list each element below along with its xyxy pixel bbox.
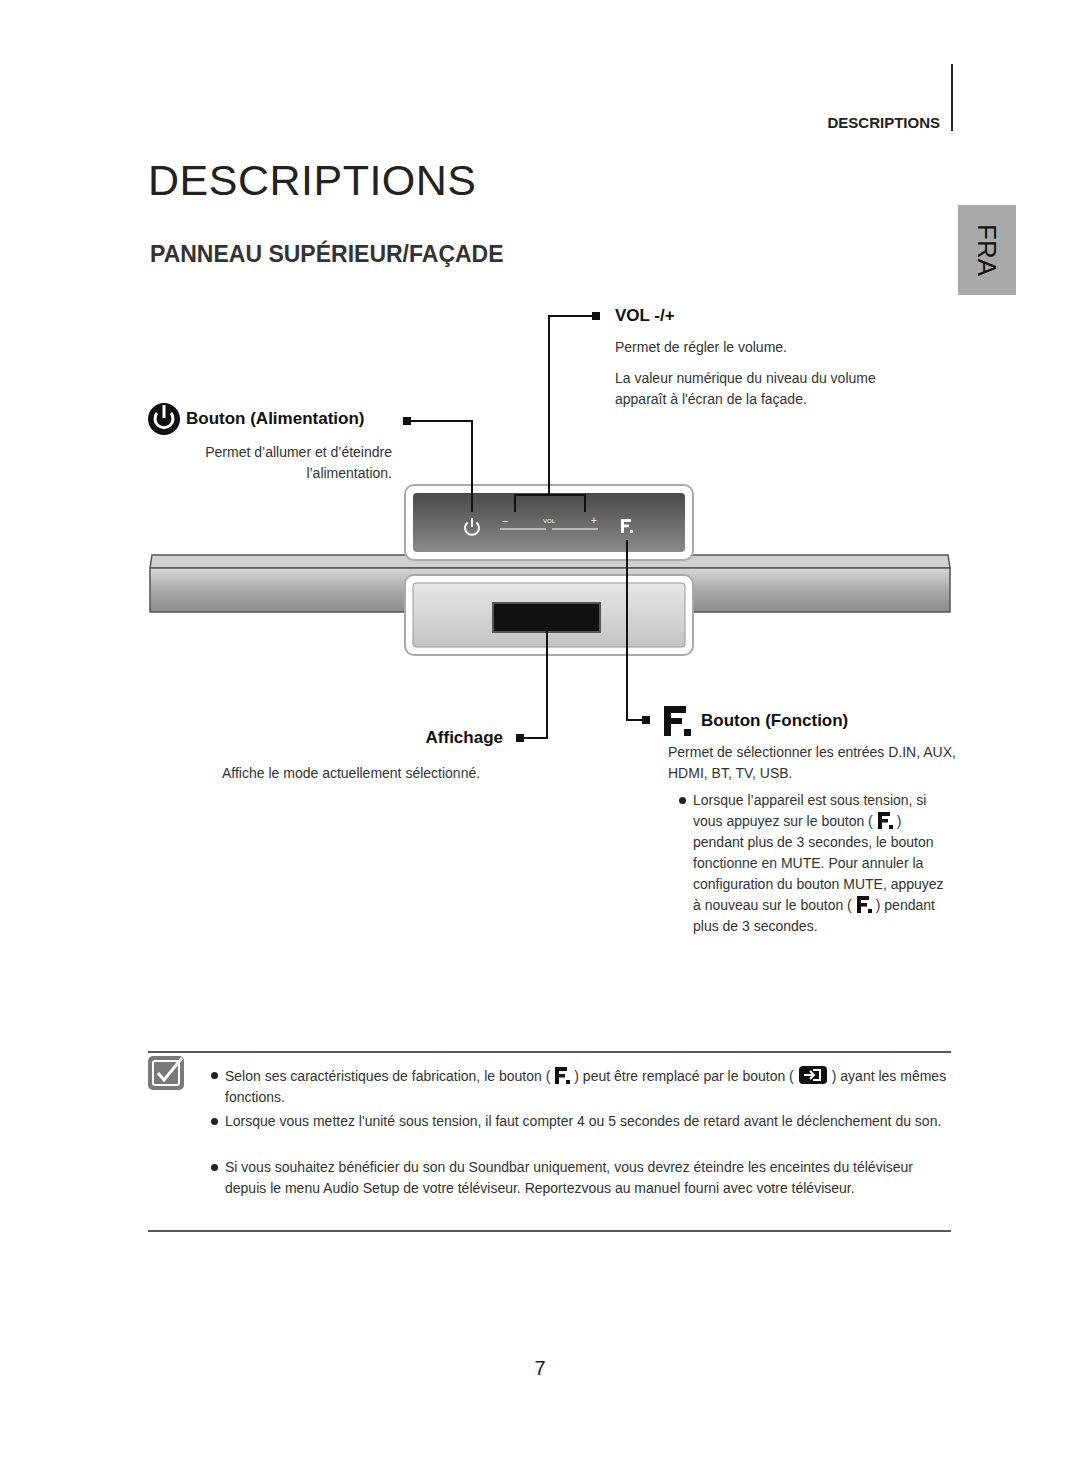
bullet-dot bbox=[211, 1118, 218, 1125]
page-title-block: DESCRIPTIONS bbox=[148, 155, 477, 205]
part-name: Bouton (Alimentation) bbox=[186, 409, 364, 428]
part-name-block: Bouton (Fonction) bbox=[701, 710, 848, 732]
description-block: La valeur numérique du niveau du volume … bbox=[615, 368, 915, 410]
description-block: Permet d’allumer et d’éteindre l’aliment… bbox=[160, 442, 392, 484]
bullet-dot bbox=[211, 1072, 218, 1079]
running-header-block: DESCRIPTIONS bbox=[760, 114, 940, 132]
description: Affiche le mode actuellement sélectionné… bbox=[222, 765, 480, 781]
part-name-block: Bouton (Alimentation) bbox=[186, 408, 364, 430]
control-panel-text: − bbox=[502, 516, 508, 527]
front-surface bbox=[413, 583, 685, 647]
description: La valeur numérique du niveau du volume … bbox=[615, 370, 876, 407]
page-number-block: 7 bbox=[440, 1356, 640, 1380]
part-name: VOL -/+ bbox=[615, 306, 675, 325]
note-rule bbox=[148, 1230, 951, 1232]
control-panel: − VOL + bbox=[405, 485, 693, 560]
description: Permet d’allumer et d’éteindre l’aliment… bbox=[205, 444, 392, 481]
power-symbol bbox=[465, 518, 479, 535]
control-panel-text: + bbox=[591, 516, 597, 526]
display-screen bbox=[493, 603, 600, 632]
description: Permet de sélectionner les entrées D.IN,… bbox=[668, 744, 956, 781]
function-symbol bbox=[621, 519, 633, 533]
section-heading-block: PANNEAU SUPÉRIEUR/FAÇADE bbox=[150, 240, 504, 268]
bullet-note: Si vous souhaitez bénéficier du son du S… bbox=[225, 1159, 913, 1196]
function-icon bbox=[554, 1066, 570, 1085]
power-icon bbox=[148, 403, 180, 435]
function-icon bbox=[856, 895, 872, 914]
language-tab: FRA bbox=[958, 205, 1016, 295]
header-rule bbox=[951, 64, 953, 131]
display-panel bbox=[405, 575, 693, 655]
description-block: Permet de sélectionner les entrées D.IN,… bbox=[668, 742, 960, 784]
note-icon bbox=[148, 1056, 184, 1090]
bullet-note: Selon ses caractéristiques de fabricatio… bbox=[225, 1068, 550, 1084]
part-name: Bouton (Fonction) bbox=[701, 711, 848, 730]
leader-lines bbox=[403, 316, 642, 738]
function-icon bbox=[877, 811, 893, 830]
bullet-note-block: Lorsque vous mettez l'unité sous tension… bbox=[225, 1111, 947, 1132]
language-tab-text: FRA bbox=[974, 224, 1000, 276]
bullet-note-block: Selon ses caractéristiques de fabricatio… bbox=[225, 1065, 947, 1108]
vol-slider bbox=[552, 528, 598, 529]
leader-end-squares bbox=[403, 312, 650, 742]
bullet-dot bbox=[679, 797, 686, 804]
function-icon bbox=[664, 706, 691, 736]
running-header: DESCRIPTIONS bbox=[827, 114, 940, 131]
description: Permet de régler le volume. bbox=[615, 339, 787, 355]
bullet-dot bbox=[211, 1164, 218, 1171]
description-block: Permet de régler le volume. bbox=[615, 337, 945, 358]
page-number: 7 bbox=[534, 1357, 545, 1379]
bullet-note-block: Si vous souhaitez bénéficier du son du S… bbox=[225, 1157, 947, 1199]
section-heading: PANNEAU SUPÉRIEUR/FAÇADE bbox=[150, 241, 504, 267]
bullet-note: Lorsque vous mettez l'unité sous tension… bbox=[225, 1113, 941, 1129]
input-icon bbox=[798, 1065, 828, 1085]
bullet-note: Lorsque l’appareil est sous tension, si … bbox=[693, 792, 926, 829]
vol-slider bbox=[500, 528, 546, 529]
part-name-block: VOL -/+ bbox=[615, 305, 675, 327]
control-panel bbox=[405, 485, 693, 560]
bullet-note: ) peut être remplacé par le bouton ( bbox=[574, 1068, 793, 1084]
control-panel-surface bbox=[413, 493, 685, 552]
note-rule bbox=[148, 1051, 951, 1053]
description-block: Affiche le mode actuellement sélectionné… bbox=[222, 763, 532, 784]
page-title: DESCRIPTIONS bbox=[148, 156, 477, 204]
bullet-note-block: Lorsque l’appareil est sous tension, si … bbox=[693, 790, 955, 937]
part-name-block: Affichage bbox=[340, 727, 503, 749]
part-name: Affichage bbox=[426, 728, 503, 747]
control-panel-text: VOL bbox=[543, 518, 555, 524]
